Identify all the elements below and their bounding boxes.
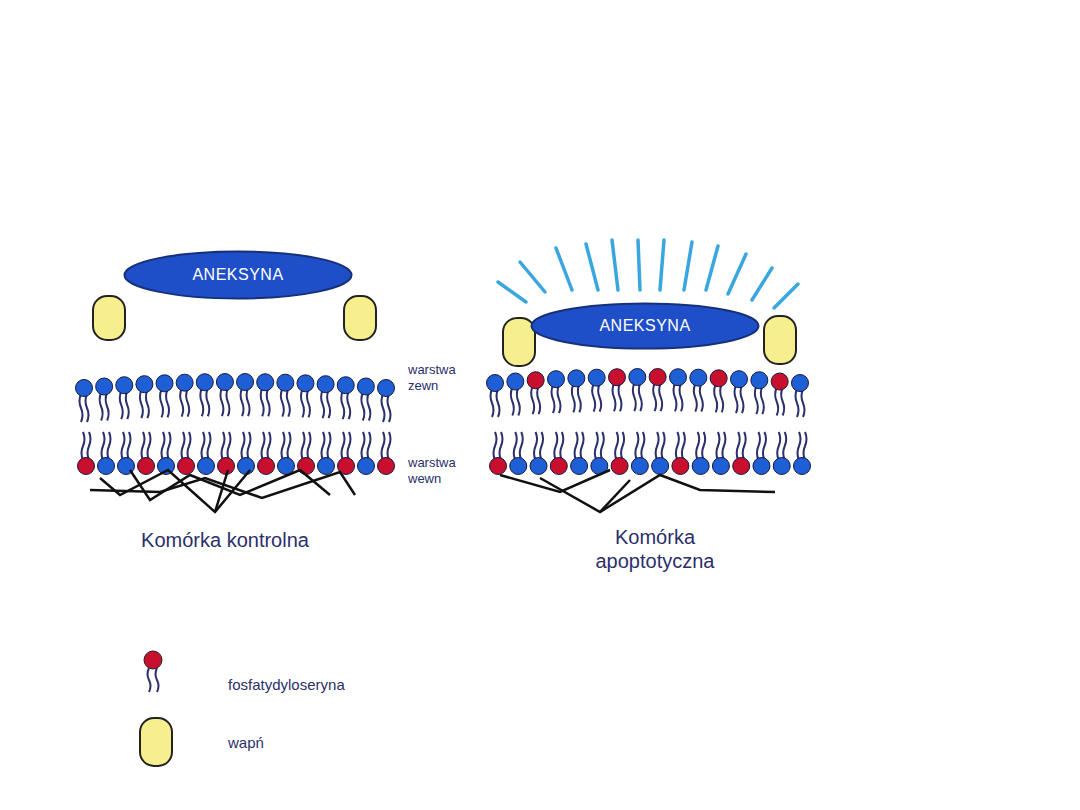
layer-label: warstwa wewn [408, 455, 470, 486]
annexin-label: ANEKSYNA [599, 317, 690, 335]
cell-caption: Komórka kontrolna [95, 528, 355, 552]
annexin-ellipse: ANEKSYNA [123, 250, 353, 300]
annexin-label: ANEKSYNA [192, 266, 283, 284]
annexin-ellipse: ANEKSYNA [530, 302, 760, 350]
cell-caption: Komórka apoptotyczna [560, 525, 750, 573]
legend-text: fosfatydyloseryna [228, 676, 345, 693]
calcium-ions [93, 296, 796, 766]
layer-label: warstwa zewn [408, 362, 470, 393]
fluorescence-rays [498, 240, 798, 308]
legend-text: wapń [228, 734, 264, 751]
legend-lipid-sample [144, 651, 162, 692]
